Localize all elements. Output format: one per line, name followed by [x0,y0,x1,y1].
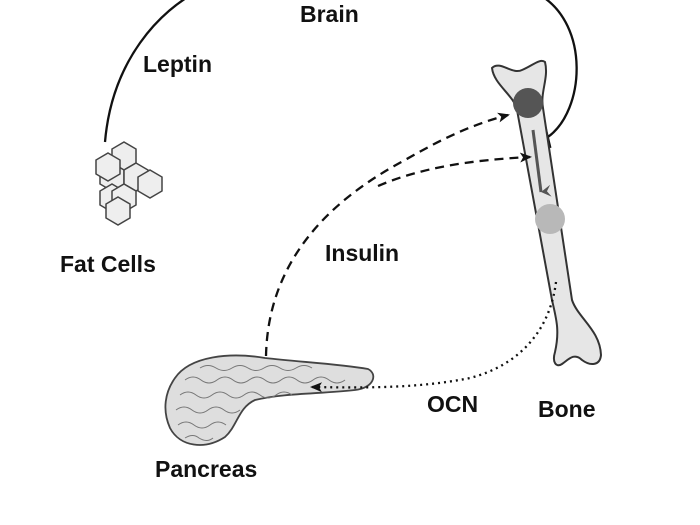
insulin-arrow-upper [264,112,510,357]
fat-cells-icon [95,141,163,226]
ocn-label: OCN [427,391,478,417]
dark-bone-cell [513,88,543,118]
insulin-label: Insulin [325,240,399,266]
fat-cells-label: Fat Cells [60,251,156,277]
light-bone-cell [535,204,565,234]
pancreas-label: Pancreas [155,456,257,482]
ocn-arrow [310,281,558,393]
bone-label: Bone [538,396,596,422]
internal-bone-arrow [531,129,552,197]
insulin-arrow-lower [377,152,532,188]
brain-label: Brain [300,1,359,27]
leptin-label: Leptin [143,51,212,77]
leptin-arc-line [103,0,578,143]
pancreas-icon [164,354,375,446]
